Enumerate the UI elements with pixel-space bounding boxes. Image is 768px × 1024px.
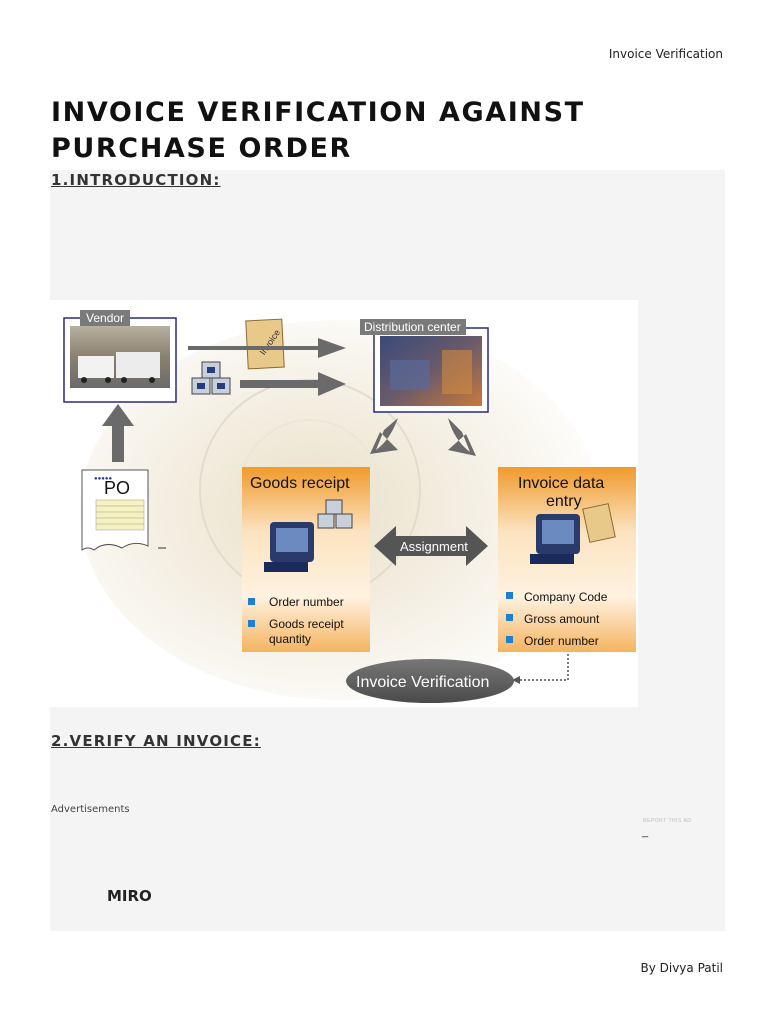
invoice-verification-oval: Invoice Verification — [346, 659, 514, 703]
miro-label: MIRO — [107, 887, 152, 905]
page-title: INVOICE VERIFICATION AGAINST PURCHASE OR… — [51, 95, 651, 167]
invoice-verification-label: Invoice Verification — [356, 674, 489, 691]
invoice-entry-title-1: Invoice data — [518, 475, 604, 492]
goods-receipt-box: Goods receipt Order number Goods receipt… — [242, 467, 370, 652]
purchase-order-document: PO ●●●●● — [81, 469, 166, 551]
invoice-document-icon: Invoice — [245, 318, 285, 370]
report-ad-link[interactable]: REPORT THIS AD — [643, 818, 692, 824]
dotted-connector — [516, 654, 569, 681]
assignment-label: Assignment — [400, 539, 468, 554]
title-line-1: INVOICE VERIFICATION AGAINST — [51, 97, 585, 128]
svg-text:●●●●●: ●●●●● — [94, 476, 112, 482]
invoice-entry-title-2: entry — [546, 493, 582, 510]
arrow-invoice-to-dc — [188, 338, 346, 358]
arrow-dc-to-goods-receipt — [370, 418, 398, 454]
running-header: Invoice Verification — [608, 47, 723, 61]
invoice-entry-item-2: Gross amount — [524, 612, 600, 626]
section-heading-introduction: 1.INTRODUCTION: — [51, 171, 221, 189]
arrow-goods-to-dc — [240, 372, 346, 396]
goods-receipt-item-1: Order number — [269, 595, 344, 609]
goods-boxes-icon — [191, 361, 231, 395]
distribution-center-label: Distribution center — [364, 320, 461, 334]
goods-receipt-item-2b: quantity — [269, 632, 311, 646]
section-heading-verify-invoice: 2.VERIFY AN INVOICE: — [51, 732, 261, 750]
assignment-arrow: Assignment — [374, 526, 488, 566]
invoice-entry-item-1: Company Code — [524, 590, 608, 604]
footer-author: By Divya Patil — [640, 961, 723, 975]
goods-receipt-title: Goods receipt — [250, 475, 350, 492]
arrow-dc-to-invoice-entry — [448, 418, 476, 456]
invoice-entry-item-3: Order number — [524, 634, 599, 648]
title-line-2: PURCHASE ORDER — [51, 133, 352, 164]
report-dash: _ — [642, 826, 649, 838]
po-label: PO — [104, 478, 130, 498]
vendor-label: Vendor — [86, 311, 124, 325]
advertisements-label: Advertisements — [51, 804, 130, 815]
invoice-data-entry-box: Invoice data entry Company Code Gross am… — [498, 467, 636, 652]
invoice-verification-diagram: Vendor Invoice Distribution center — [50, 300, 638, 707]
arrow-po-to-vendor — [102, 404, 134, 462]
vendor-block: Vendor — [63, 310, 177, 403]
distribution-center-block: Distribution center — [360, 319, 489, 413]
goods-receipt-item-2: Goods receipt — [269, 617, 344, 631]
